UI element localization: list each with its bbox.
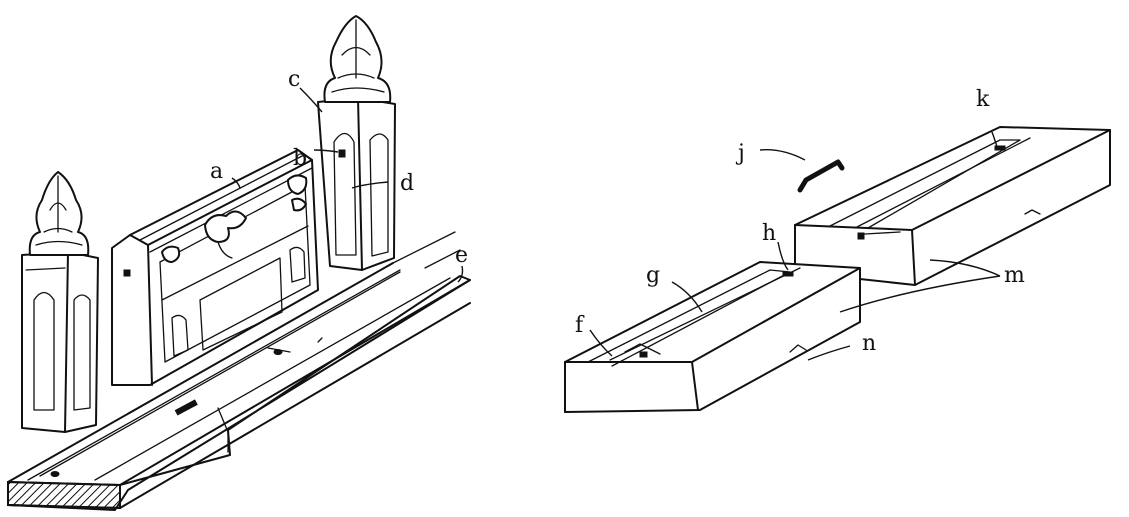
labels: a b c d e f g h j k m n — [210, 67, 1025, 356]
label-a: a — [210, 159, 223, 184]
left-post — [21, 171, 99, 433]
label-b: b — [293, 146, 307, 171]
handle-bar — [797, 159, 845, 193]
left-assembly — [7, 15, 471, 511]
label-h: h — [762, 221, 776, 246]
label-c: c — [288, 67, 300, 92]
lower-groove-block — [564, 261, 861, 413]
label-k: k — [976, 87, 990, 112]
label-d: d — [400, 171, 414, 196]
upper-groove-block — [794, 126, 1111, 286]
leader-lines — [231, 87, 1001, 361]
carved-panel — [111, 149, 319, 386]
hatched-section — [7, 480, 121, 510]
label-n: n — [862, 331, 876, 356]
label-j: j — [735, 141, 745, 166]
label-e: e — [455, 243, 468, 268]
label-f: f — [575, 313, 585, 338]
right-assembly — [564, 126, 1111, 413]
label-g: g — [646, 263, 660, 288]
right-post — [317, 15, 396, 271]
label-m: m — [1004, 263, 1025, 288]
